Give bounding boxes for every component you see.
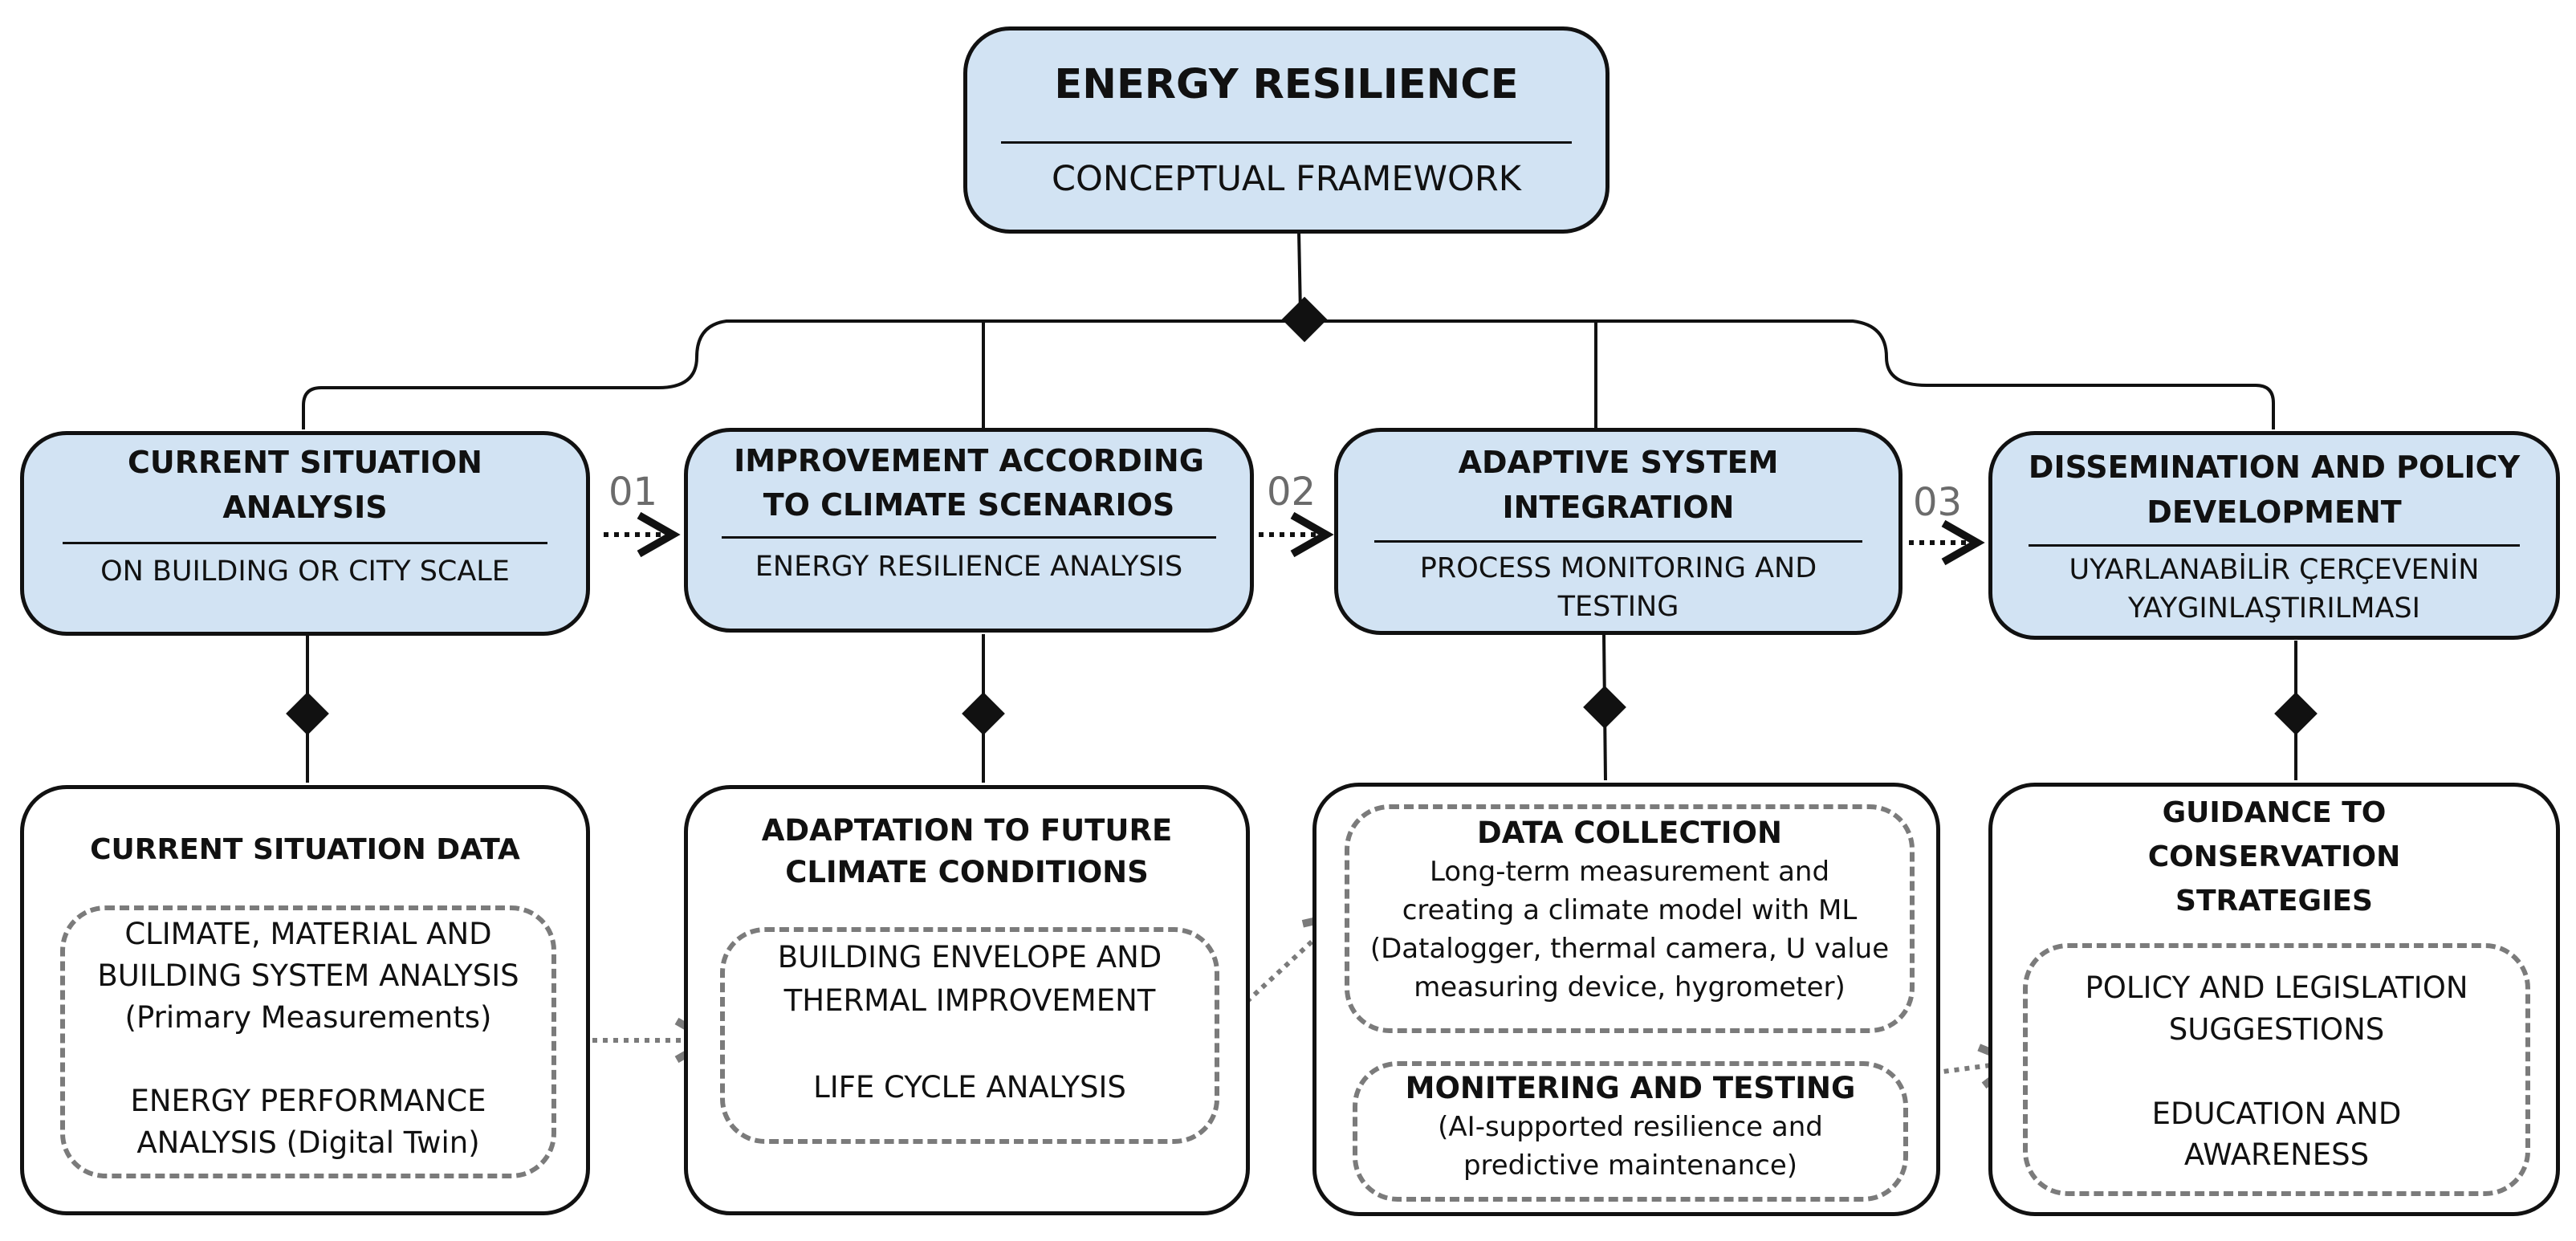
- phase-subtitle-line: TESTING: [1557, 591, 1679, 623]
- phase-box-adaptive-system: ADAPTIVE SYSTEM INTEGRATION PROCESS MONI…: [1334, 428, 1902, 635]
- phase-title-line: DEVELOPMENT: [2147, 494, 2402, 530]
- detail-box-data-monitoring: DATA COLLECTION Long-term measurement an…: [1312, 783, 1940, 1216]
- detail-heading-line: STRATEGIES: [2175, 885, 2373, 918]
- detail-heading-line: CONSERVATION: [2147, 840, 2401, 873]
- detail-item-line: POLICY AND LEGISLATION: [2085, 970, 2468, 1005]
- detail-item-line: ANALYSIS (Digital Twin): [136, 1125, 480, 1160]
- detail-heading-line: ADAPTATION TO FUTURE: [761, 813, 1173, 848]
- detail-item-line: predictive maintenance): [1463, 1149, 1798, 1182]
- detail-item-line: (Datalogger, thermal camera, U value: [1369, 933, 1890, 965]
- dashed-group-primary-analysis: CLIMATE, MATERIAL AND BUILDING SYSTEM AN…: [60, 905, 556, 1178]
- root-title: ENERGY RESILIENCE: [1054, 61, 1519, 108]
- phase-title-line: IMPROVEMENT ACCORDING: [734, 443, 1204, 478]
- detail-item-line: BUILDING SYSTEM ANALYSIS: [97, 958, 519, 993]
- phase-divider: [2029, 544, 2520, 547]
- detail-item-heading: DATA COLLECTION: [1477, 816, 1782, 850]
- dashed-group-monitoring: MONITERING AND TESTING (AI-supported res…: [1353, 1061, 1908, 1202]
- root-divider: [1001, 141, 1572, 144]
- phase-subtitle-line: YAYGINLAŞTIRILMASI: [2128, 592, 2420, 625]
- dashed-group-envelope-improvement: BUILDING ENVELOPE AND THERMAL IMPROVEMEN…: [720, 927, 1219, 1144]
- hierarchy-bus-line: [302, 319, 2275, 429]
- phase-subtitle-line: UYARLANABİLİR ÇERÇEVENİN: [2069, 554, 2480, 586]
- phase-title-line: CURRENT SITUATION: [128, 445, 482, 480]
- step-number-3: 03: [1913, 480, 1963, 525]
- phase-subtitle-line: ON BUILDING OR CITY SCALE: [100, 555, 510, 588]
- phase-divider: [722, 536, 1216, 539]
- dashed-group-policy-education: POLICY AND LEGISLATION SUGGESTIONS EDUCA…: [2023, 943, 2530, 1196]
- root-stem-line: [1297, 230, 1302, 314]
- detail-item-line: EDUCATION AND: [2151, 1097, 2402, 1131]
- root-subtitle: CONCEPTUAL FRAMEWORK: [1052, 159, 1521, 199]
- detail-item-heading: MONITERING AND TESTING: [1405, 1071, 1856, 1105]
- detail-heading-line: GUIDANCE TO: [2162, 796, 2387, 829]
- phase-title-line: INTEGRATION: [1502, 490, 1735, 525]
- phase-title-line: TO CLIMATE SCENARIOS: [763, 487, 1175, 523]
- detail-item-line: (Primary Measurements): [124, 1000, 492, 1035]
- detail-item-line: AWARENESS: [2183, 1137, 2370, 1172]
- phase2-junction-diamond: [962, 692, 1005, 735]
- phase3-junction-diamond: [1583, 686, 1626, 729]
- detail-item-line: BUILDING ENVELOPE AND: [777, 940, 1162, 974]
- detail-box-adaptation: ADAPTATION TO FUTURE CLIMATE CONDITIONS …: [684, 785, 1250, 1215]
- detail-item-line: (AI-supported resilience and: [1438, 1111, 1823, 1143]
- detail-item-line: ENERGY PERFORMANCE: [130, 1084, 486, 1118]
- phase-title-line: ANALYSIS: [222, 490, 388, 525]
- detail-item-line: LIFE CYCLE ANALYSIS: [813, 1070, 1126, 1105]
- phase-title-line: ADAPTIVE SYSTEM: [1458, 445, 1779, 480]
- detail-item-line: CLIMATE, MATERIAL AND: [124, 917, 492, 951]
- phase-divider: [1374, 540, 1862, 543]
- detail-item-line: creating a climate model with ML: [1402, 894, 1858, 926]
- phase1-junction-diamond: [286, 692, 329, 735]
- detail-heading-line: CURRENT SITUATION DATA: [90, 833, 520, 866]
- detail-item-line: SUGGESTIONS: [2168, 1012, 2385, 1047]
- dashed-group-data-collection: DATA COLLECTION Long-term measurement an…: [1345, 804, 1915, 1033]
- detail-heading-line: CLIMATE CONDITIONS: [785, 855, 1149, 889]
- phase-box-dissemination: DISSEMINATION AND POLICY DEVELOPMENT UYA…: [1988, 431, 2560, 640]
- detail-box-guidance: GUIDANCE TO CONSERVATION STRATEGIES POLI…: [1988, 783, 2560, 1216]
- step-number-2: 02: [1267, 470, 1316, 515]
- detail-item-line: measuring device, hygrometer): [1414, 971, 1846, 1003]
- root-box: ENERGY RESILIENCE CONCEPTUAL FRAMEWORK: [963, 26, 1609, 234]
- phase-box-current-situation: CURRENT SITUATION ANALYSIS ON BUILDING O…: [20, 431, 590, 636]
- phase-subtitle-line: ENERGY RESILIENCE ANALYSIS: [755, 551, 1183, 583]
- detail-item-line: THERMAL IMPROVEMENT: [783, 983, 1156, 1018]
- phase-subtitle-line: PROCESS MONITORING AND: [1419, 552, 1817, 584]
- phase-title-line: DISSEMINATION AND POLICY: [2028, 450, 2521, 485]
- phase-box-improvement: IMPROVEMENT ACCORDING TO CLIMATE SCENARI…: [684, 428, 1254, 633]
- flow-arrow-2: [1214, 909, 1347, 1032]
- phase4-junction-diamond: [2274, 692, 2318, 735]
- detail-item-line: Long-term measurement and: [1429, 856, 1830, 888]
- step-number-1: 01: [608, 470, 658, 515]
- detail-box-current-situation-data: CURRENT SITUATION DATA CLIMATE, MATERIAL…: [20, 785, 590, 1215]
- root-junction-diamond: [1281, 296, 1328, 343]
- phase-divider: [63, 542, 547, 544]
